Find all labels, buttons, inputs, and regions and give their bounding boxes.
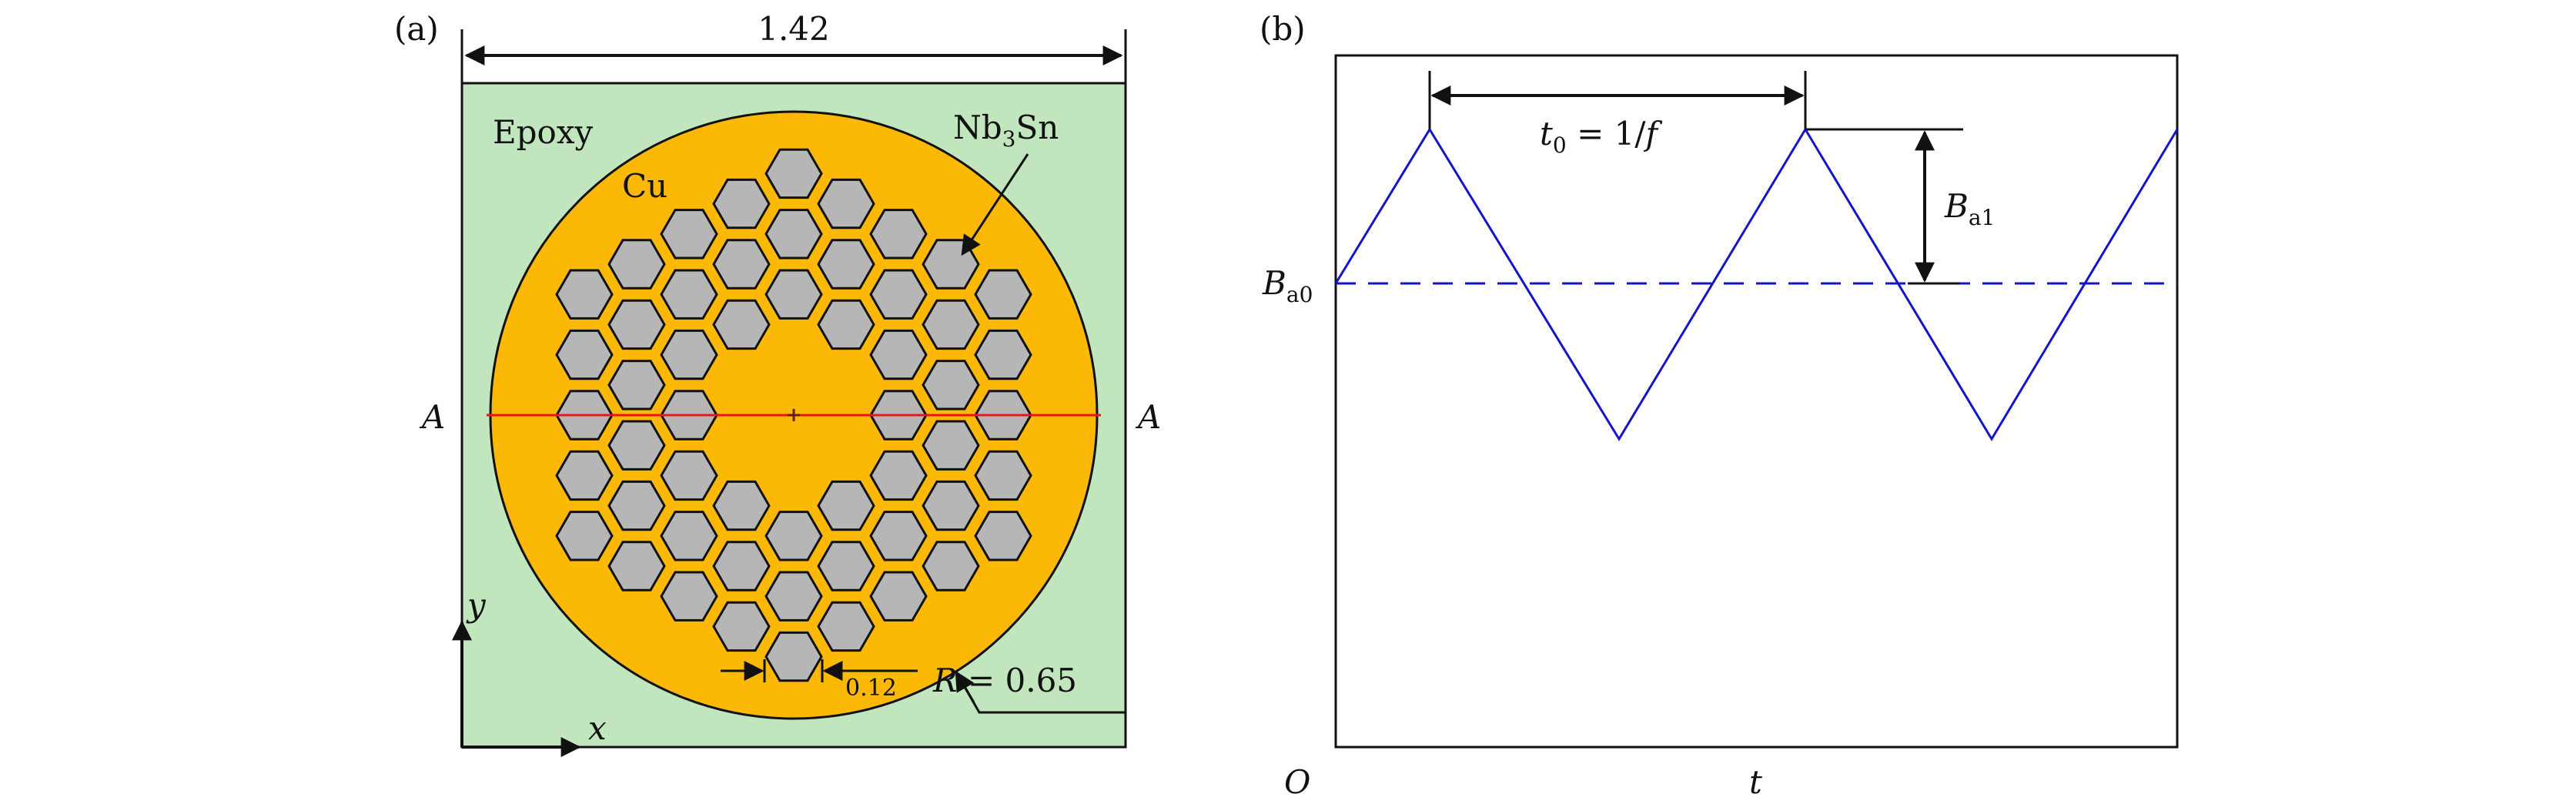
nb3sn-filament <box>607 541 666 591</box>
radius-label: R = 0.65 <box>932 662 1077 699</box>
nb3sn-filament <box>922 420 980 471</box>
nb3sn-filament <box>764 631 823 682</box>
triangular-waveform <box>1334 127 2179 441</box>
nb3sn-filament <box>869 269 928 320</box>
nb3sn-filament <box>660 511 718 561</box>
nb3sn-filament <box>764 571 823 622</box>
nb3sn-filament <box>974 329 1032 380</box>
panel-b-label: (b) <box>1260 10 1306 48</box>
nb3sn-filament <box>712 299 771 350</box>
nb3sn-filament <box>922 541 980 591</box>
nb3sn-filament <box>974 511 1032 561</box>
nb3sn-filament <box>817 178 875 230</box>
nb3sn-filament <box>660 329 718 380</box>
epoxy-label: Epoxy <box>493 113 594 151</box>
nb3sn-filament <box>712 178 771 230</box>
nb3sn-filament <box>607 480 666 531</box>
nb3sn-filament <box>817 239 875 290</box>
radius-leader-arrow <box>955 670 975 703</box>
time-axis-label: t <box>1749 763 1762 801</box>
nb3sn-filament <box>817 299 875 350</box>
nb3sn-filament <box>555 450 614 501</box>
y-axis-label: y <box>466 586 487 624</box>
nb3sn-filament <box>607 239 666 290</box>
nb3sn-filament <box>817 480 875 531</box>
nb3sn-filament <box>712 480 771 531</box>
panel-a-label: (a) <box>394 10 439 48</box>
nb3sn-filament <box>712 601 771 652</box>
nb3sn-filament <box>660 209 718 260</box>
nb3sn-filament <box>712 239 771 290</box>
nb3sn-filament <box>764 209 823 260</box>
x-axis-label: x <box>588 709 607 747</box>
nb3sn-filament <box>607 299 666 350</box>
nb3sn-filament <box>922 360 980 411</box>
panel-b-field-waveform: (b) t0 = 1/f Ba1 Ba0 O t <box>1260 10 2179 801</box>
nb3sn-filament <box>764 148 823 199</box>
nb3sn-leader-arrow <box>961 153 1029 256</box>
origin-label: O <box>1284 763 1310 801</box>
gap-label: 0.12 <box>845 675 897 702</box>
nb3sn-filament <box>660 450 718 501</box>
nb3sn-filament <box>607 360 666 411</box>
nb3sn-filament <box>764 511 823 561</box>
width-label: 1.42 <box>758 10 830 48</box>
nb3sn-filament <box>607 420 666 471</box>
plot-frame <box>1334 54 2179 749</box>
nb3sn-filament <box>555 269 614 320</box>
nb3sn-filament <box>764 269 823 320</box>
nb3sn-filament <box>817 541 875 591</box>
nb3sn-filament <box>922 299 980 350</box>
nb3sn-filament <box>817 601 875 652</box>
nb3sn-filament <box>974 269 1032 320</box>
nb3sn-filament <box>712 541 771 591</box>
nb3sn-filament <box>869 571 928 622</box>
nb3sn-filament <box>922 480 980 531</box>
nb3sn-filament <box>869 209 928 260</box>
nb3sn-filament <box>660 269 718 320</box>
nb3sn-filament <box>555 329 614 380</box>
section-label-left: A <box>419 398 445 436</box>
section-label-right: A <box>1135 398 1161 436</box>
nb3sn-label: Nb3Sn <box>953 109 1059 152</box>
nb3sn-filament <box>869 329 928 380</box>
cu-label: Cu <box>622 167 667 205</box>
nb3sn-filament <box>974 450 1032 501</box>
nb3sn-filament <box>869 511 928 561</box>
nb3sn-filament <box>660 571 718 622</box>
nb3sn-filament <box>555 511 614 561</box>
offset-label: Ba0 <box>1262 264 1313 307</box>
panel-a-cross-section: (a) 1.42 Epoxy Cu A A Nb3Sn 0.12 R = 0.6 <box>394 10 1161 757</box>
nb3sn-filament <box>869 450 928 501</box>
amplitude-label: Ba1 <box>1944 187 1995 230</box>
